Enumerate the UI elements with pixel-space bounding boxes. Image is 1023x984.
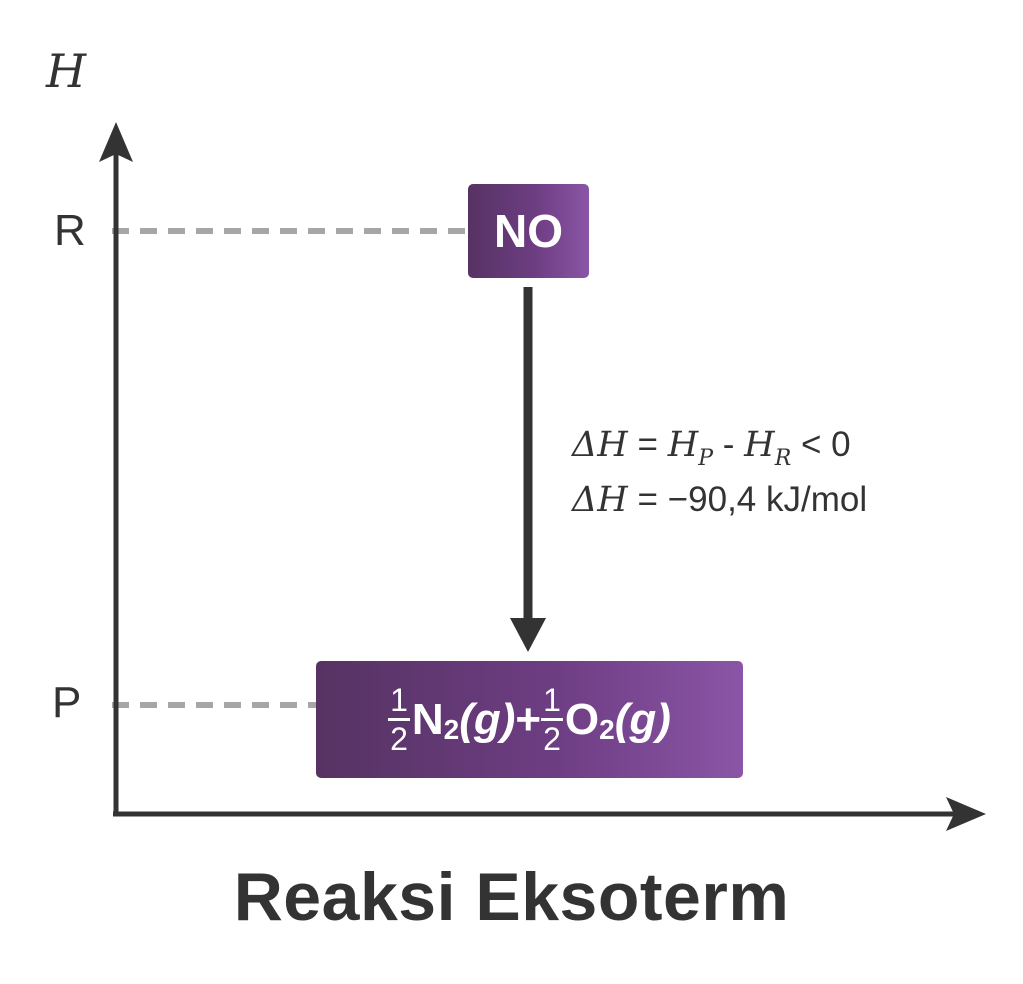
- h-product-symbol: H: [667, 425, 699, 465]
- coefficient-fraction-1: 1 2: [388, 684, 410, 755]
- reactant-level-label: R: [54, 206, 86, 255]
- x-axis-title: Reaksi Eksoterm: [233, 859, 790, 935]
- enthalpy-value: −90,4 kJ/mol: [667, 480, 868, 519]
- plus-sign: +: [515, 694, 542, 744]
- down-arrow-icon: [510, 618, 546, 652]
- product-species-1-subscript: 2: [443, 713, 460, 745]
- fraction-denominator: 2: [388, 718, 410, 755]
- y-axis-title: H: [46, 44, 87, 98]
- product-species-2: O: [564, 694, 600, 744]
- equals-sign: =: [627, 480, 668, 519]
- reactant-formula: NO: [494, 205, 563, 257]
- coefficient-fraction-2: 1 2: [541, 684, 563, 755]
- product-species-2-subscript: 2: [599, 713, 615, 745]
- minus-sign: -: [713, 425, 745, 464]
- product-species-1: N: [411, 694, 444, 744]
- h-reactant-symbol: H: [744, 425, 775, 465]
- fraction-numerator: 1: [543, 682, 561, 718]
- equals-sign: =: [627, 425, 668, 464]
- y-axis-arrow-icon: [99, 122, 133, 162]
- product-state-1: (g): [459, 694, 516, 744]
- fraction-numerator: 1: [390, 682, 408, 718]
- delta-h-symbol: ΔH: [572, 425, 628, 465]
- equation-line-1: ΔH = HP - HR < 0: [572, 420, 867, 475]
- x-axis-arrow-icon: [946, 797, 986, 831]
- enthalpy-equations: ΔH = HP - HR < 0 ΔH = −90,4 kJ/mol: [572, 420, 867, 525]
- h-product-subscript: P: [698, 446, 714, 471]
- reactant-box: NO: [468, 184, 589, 278]
- fraction-denominator: 2: [541, 718, 563, 755]
- inequality: < 0: [791, 425, 851, 464]
- delta-h-symbol: ΔH: [572, 480, 628, 520]
- equation-line-2: ΔH = −90,4 kJ/mol: [572, 475, 867, 525]
- product-level-label: P: [52, 678, 82, 727]
- h-reactant-subscript: R: [774, 446, 792, 471]
- product-state-2: (g): [614, 694, 671, 744]
